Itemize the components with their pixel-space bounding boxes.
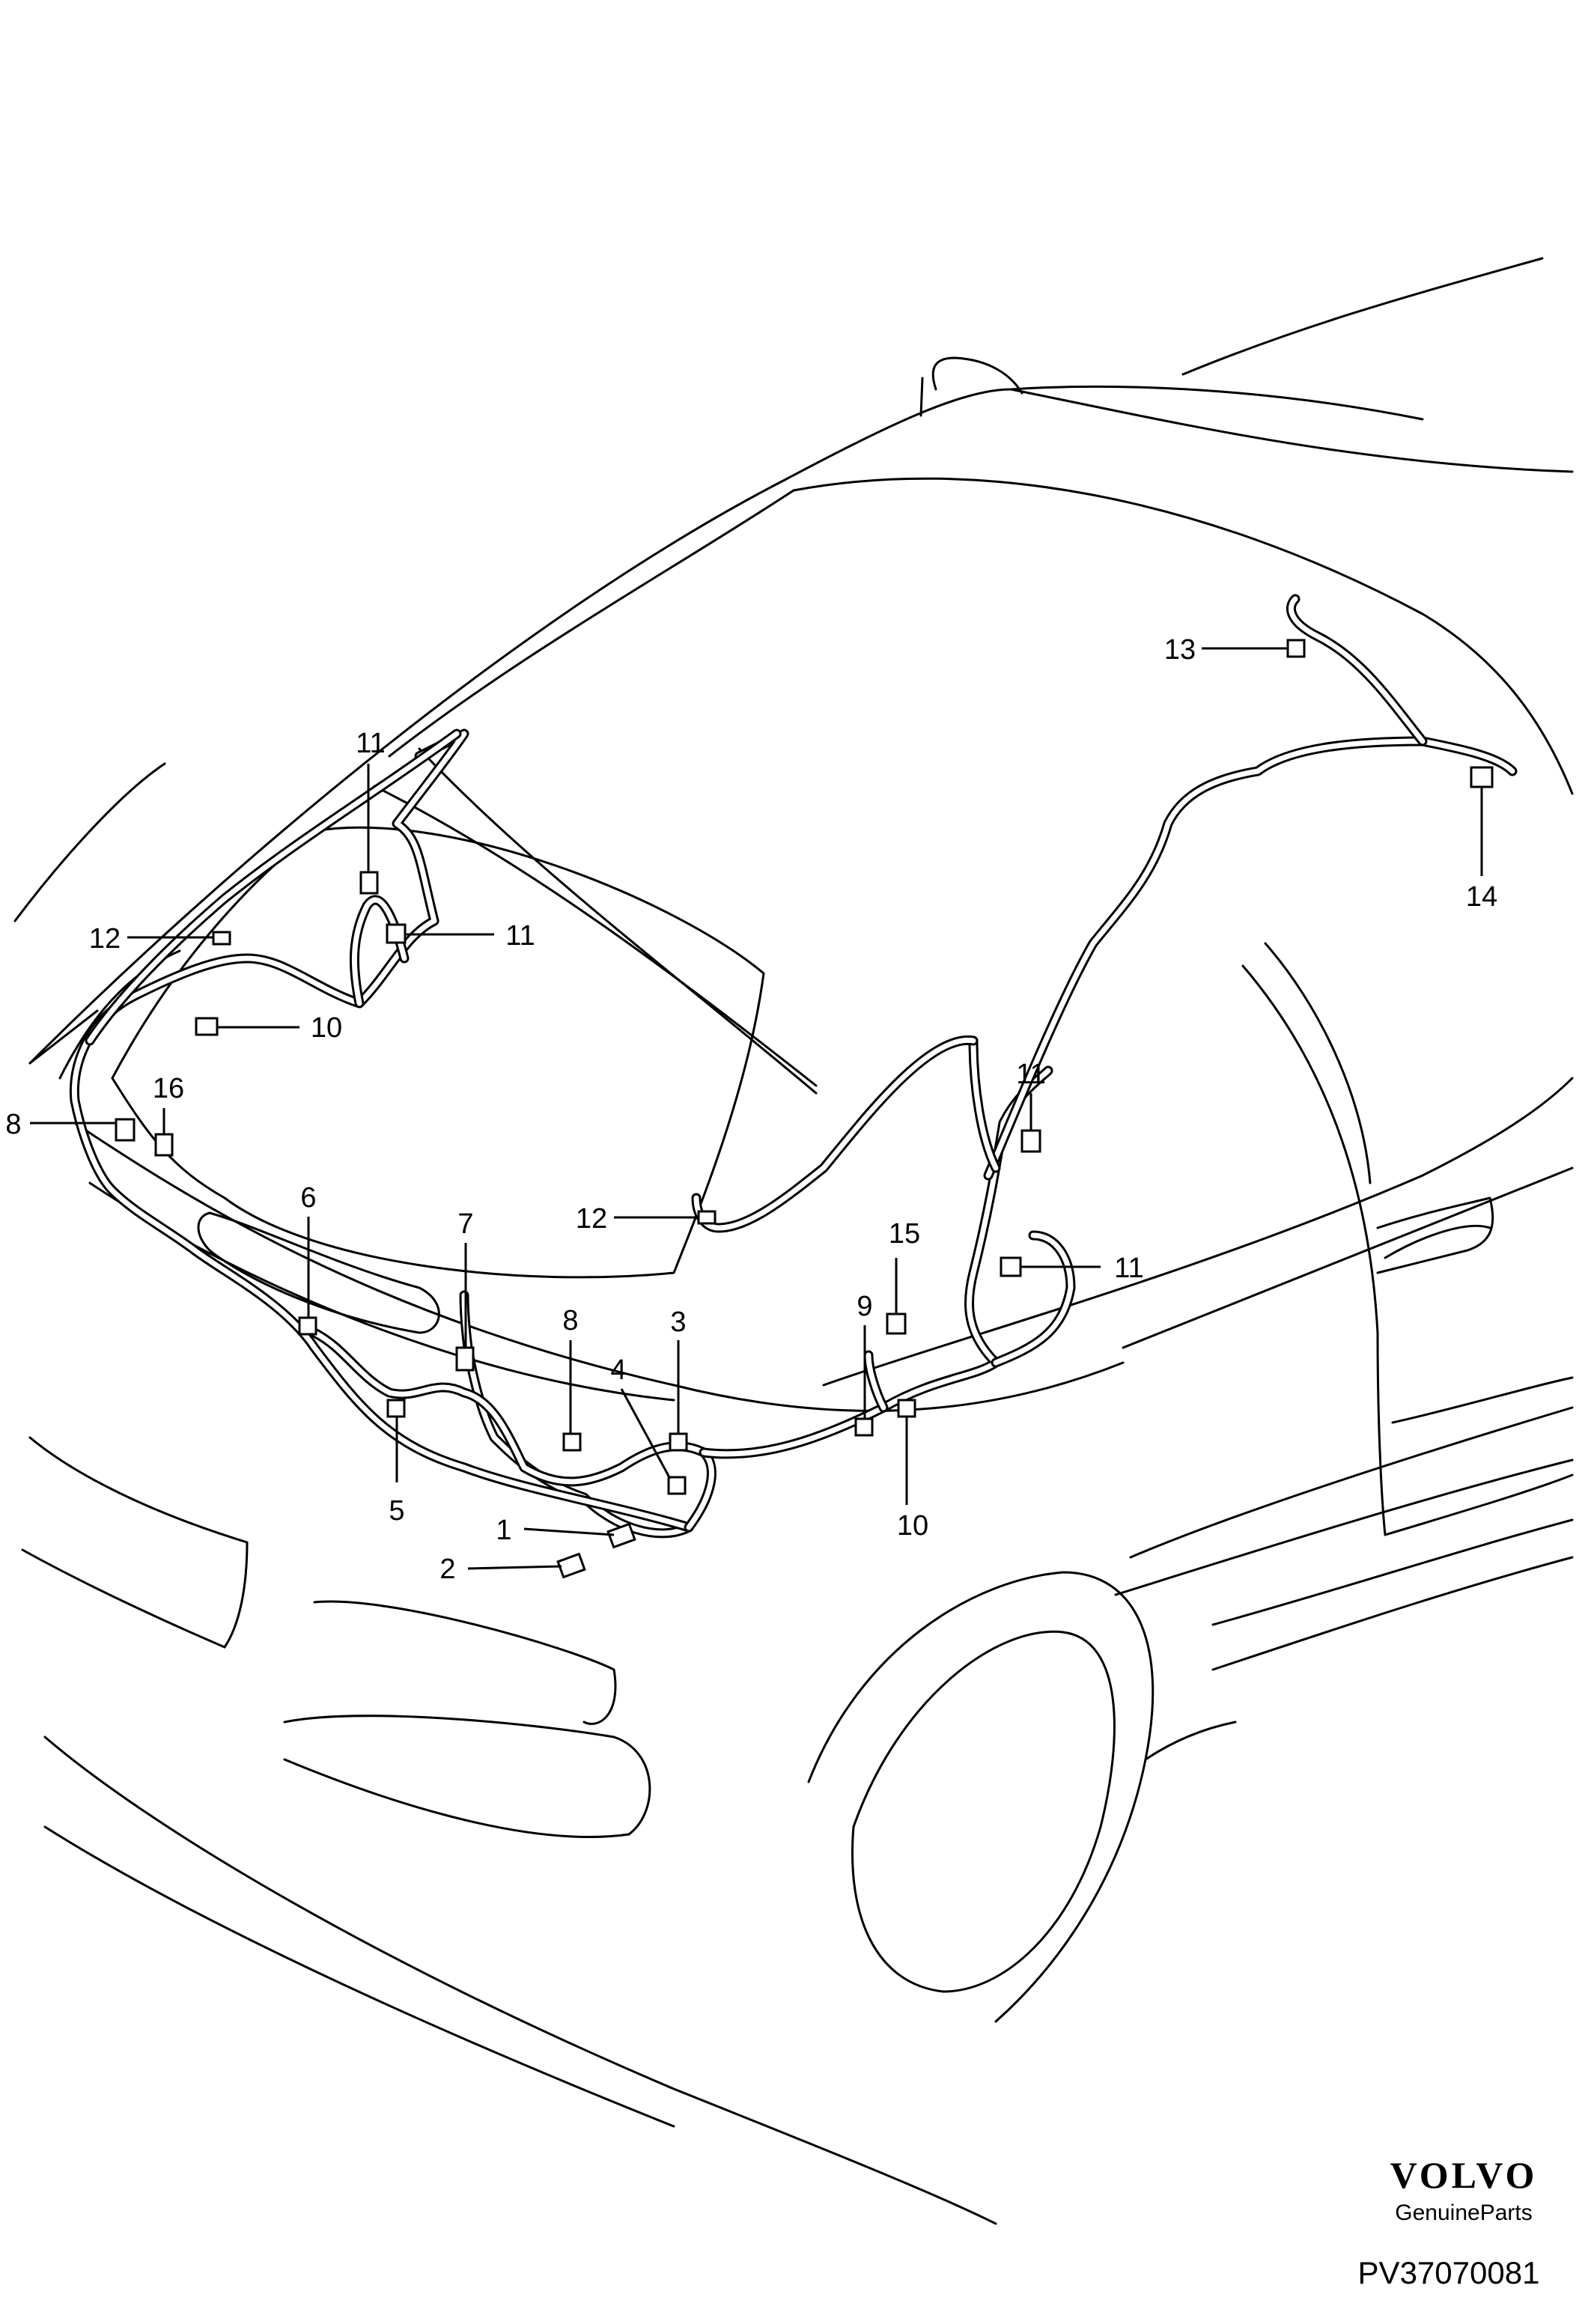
callout-16: 16 [153, 1073, 184, 1104]
callout-5: 5 [389, 1495, 404, 1527]
callout-7: 7 [457, 1208, 473, 1240]
connector-7 [455, 1346, 475, 1372]
callout-8a: 8 [5, 1109, 21, 1140]
car-body-outline [13, 257, 1574, 2225]
callout-12a: 12 [89, 923, 121, 955]
connector-10b [897, 1399, 916, 1418]
callout-15: 15 [889, 1218, 920, 1250]
connector-3 [669, 1432, 688, 1452]
connector-1 [606, 1522, 636, 1549]
callout-11b: 11 [505, 920, 535, 952]
connector-9 [854, 1417, 874, 1437]
callout-4: 4 [610, 1354, 626, 1386]
footer: VOLVO GenuineParts PV37070081 [1358, 2154, 1540, 2290]
callout-1: 1 [496, 1515, 511, 1546]
connector-11b [386, 923, 407, 944]
connector-14 [1470, 766, 1494, 788]
callout-10b: 10 [897, 1510, 928, 1542]
callout-11d: 11 [1114, 1253, 1143, 1284]
connector-8b [562, 1432, 582, 1452]
callout-9: 9 [857, 1291, 872, 1322]
callout-12b: 12 [576, 1203, 607, 1235]
callout-8b: 8 [562, 1305, 578, 1336]
connector-12b [697, 1210, 717, 1225]
connector-2 [556, 1552, 586, 1579]
connector-8a [115, 1118, 136, 1142]
leader-lines [30, 647, 1483, 1570]
connector-13 [1286, 639, 1306, 658]
connector-11a [359, 871, 379, 895]
connector-6 [298, 1316, 317, 1336]
connector-15 [886, 1312, 907, 1335]
connector-12a [212, 931, 231, 946]
connector-10a [195, 1017, 219, 1036]
connector-11d [1000, 1256, 1022, 1277]
connector-4 [667, 1476, 687, 1495]
callout-2: 2 [439, 1554, 455, 1585]
connectors [115, 639, 1494, 1579]
callout-3: 3 [670, 1307, 686, 1338]
callout-labels: 1 2 3 4 5 6 7 8 8 9 10 10 11 11 11 11 12… [5, 634, 1497, 1585]
connector-5 [386, 1399, 406, 1418]
genuine-parts-text: GenuineParts [1395, 2200, 1532, 2225]
connector-11c [1020, 1129, 1041, 1153]
callout-11a: 11 [356, 728, 385, 759]
callout-13: 13 [1164, 634, 1196, 666]
volvo-logo: VOLVO [1390, 2154, 1538, 2196]
diagram-code: PV37070081 [1358, 2255, 1540, 2290]
callout-11c: 11 [1016, 1059, 1045, 1090]
callout-14: 14 [1466, 881, 1497, 913]
wiring-harness [69, 594, 1518, 1539]
connector-16 [154, 1133, 174, 1157]
callout-6: 6 [300, 1182, 316, 1214]
callout-10a: 10 [311, 1012, 342, 1044]
